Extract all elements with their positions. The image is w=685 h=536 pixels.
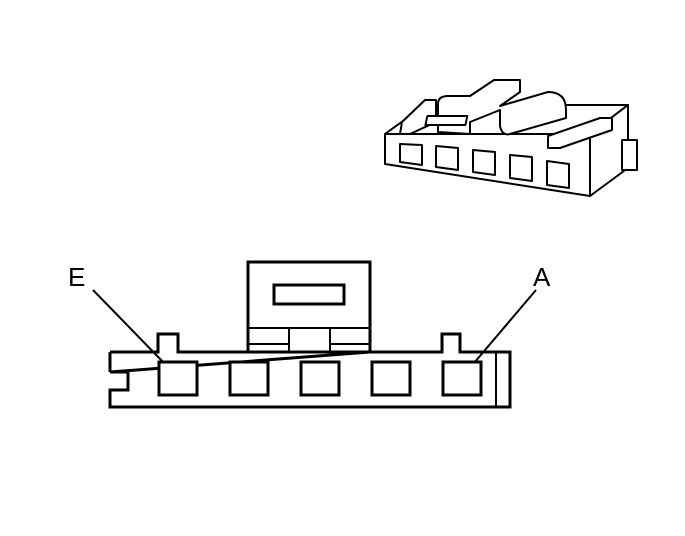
front-cavity-5 bbox=[441, 360, 483, 397]
front-cavity-1 bbox=[157, 360, 199, 397]
leader-line-e bbox=[92, 289, 165, 364]
pin-label-a: A bbox=[533, 262, 551, 292]
pin-label-e: E bbox=[68, 262, 85, 292]
iso-cavity-3 bbox=[472, 149, 496, 176]
front-latch-window bbox=[272, 283, 346, 306]
iso-cavity-1 bbox=[399, 143, 423, 166]
iso-cavity-5 bbox=[546, 160, 570, 189]
connector-isometric-view bbox=[384, 79, 638, 197]
front-cavity-4 bbox=[370, 360, 412, 397]
iso-right-rail bbox=[547, 117, 613, 149]
iso-end-tab bbox=[621, 139, 638, 171]
front-latch-housing bbox=[246, 260, 372, 354]
front-cavity-3 bbox=[299, 360, 341, 397]
front-latch-ribs bbox=[248, 327, 370, 352]
connector-front-view bbox=[108, 260, 512, 409]
leader-lines bbox=[92, 289, 537, 364]
front-cavity-2 bbox=[228, 360, 270, 397]
iso-latch-window bbox=[424, 115, 469, 126]
iso-cavity-2 bbox=[435, 145, 459, 171]
iso-cavity-4 bbox=[509, 154, 533, 182]
leader-line-a bbox=[473, 289, 537, 364]
iso-latch bbox=[437, 79, 567, 136]
